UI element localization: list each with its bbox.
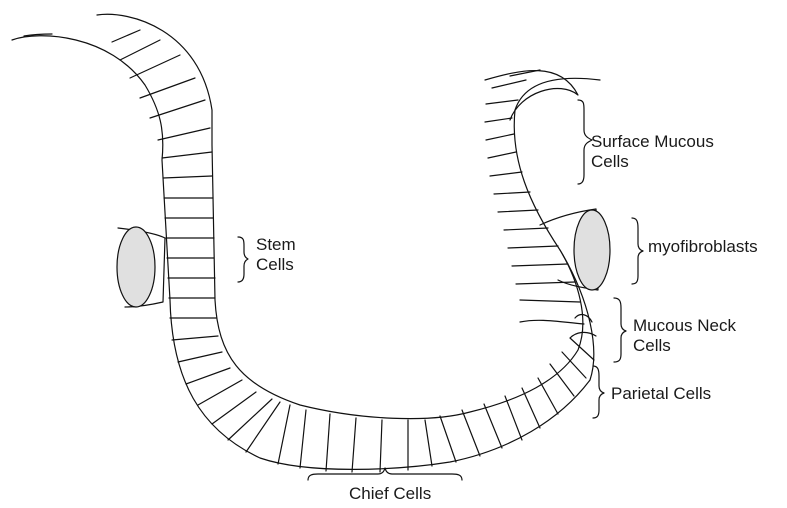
stem-brace [238,237,248,282]
label-parietal-cells: Parietal Cells [611,384,711,404]
label-stem-line2: Cells [256,255,296,275]
label-surface-mucous-cells: Surface Mucous Cells [591,132,714,172]
label-mucous-neck-cells: Mucous Neck Cells [633,316,736,356]
label-parietal-line1: Parietal Cells [611,384,711,404]
chief-brace [308,468,462,480]
label-stem-cells: Stem Cells [256,235,296,275]
myofibroblast-left [117,227,165,307]
label-myofibroblasts-line1: myofibroblasts [648,237,758,257]
label-chief-cells: Chief Cells [349,484,431,504]
label-surface-mucous-line1: Surface Mucous [591,132,714,152]
gland-right-rim [485,71,578,120]
label-chief-line1: Chief Cells [349,484,431,504]
mucous-neck-brace [614,298,626,362]
parietal-cell-dividers [505,338,594,440]
label-mucous-neck-line2: Cells [633,336,736,356]
chief-cell-dividers [278,404,502,472]
label-surface-mucous-line2: Cells [591,152,714,172]
label-mucous-neck-line1: Mucous Neck [633,316,736,336]
label-stem-line1: Stem [256,235,296,255]
label-myofibroblasts: myofibroblasts [648,237,758,257]
surface-mucous-brace [578,100,592,184]
myofibroblasts-brace [632,218,643,284]
parietal-brace [593,366,604,418]
gland-inner-wall [12,36,594,470]
gland-outer-wall [97,14,600,418]
